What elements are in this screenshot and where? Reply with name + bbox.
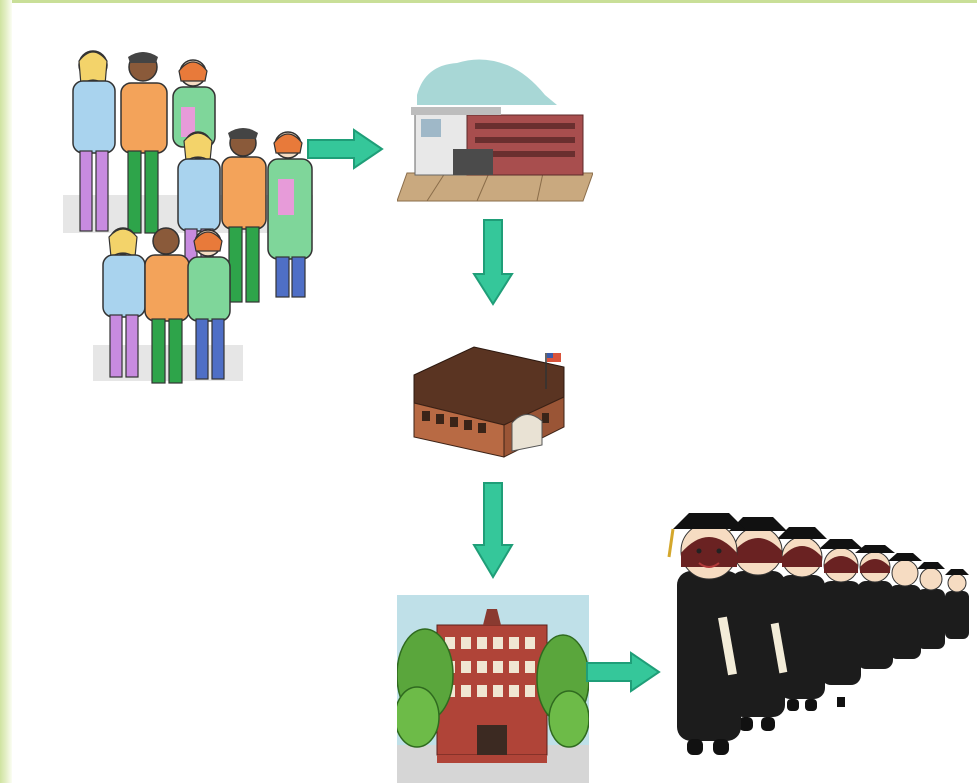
arrow-right-icon xyxy=(307,128,384,170)
arrow-right-icon xyxy=(586,651,661,693)
middle-school-illustration xyxy=(413,346,565,458)
arrow-down-icon xyxy=(472,482,514,579)
primary-school-illustration xyxy=(397,59,593,202)
arrow-down-icon xyxy=(472,219,514,306)
university-illustration xyxy=(397,595,589,783)
students-group-illustration xyxy=(63,50,313,384)
slide-canvas xyxy=(12,0,977,783)
graduates-illustration xyxy=(667,513,969,755)
